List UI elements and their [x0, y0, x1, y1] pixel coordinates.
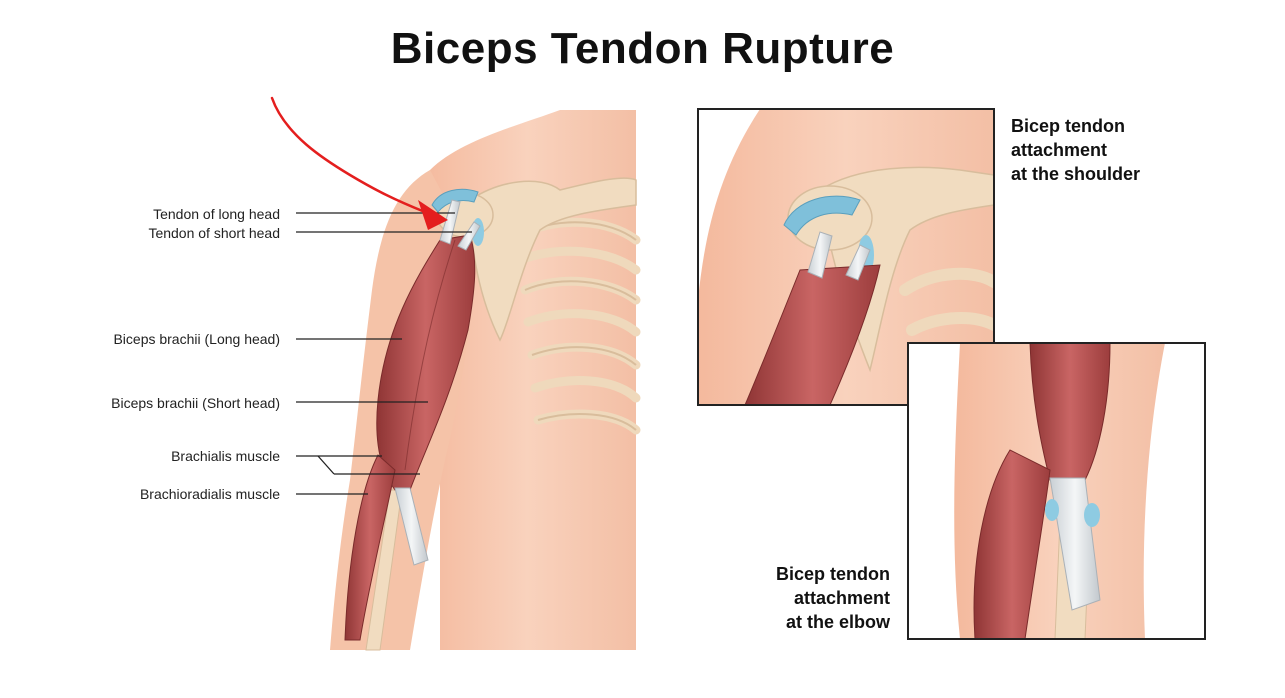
tendons [394, 199, 481, 566]
label-tendon-long-head: Tendon of long head [153, 206, 280, 222]
callout-elbow-line-1: Bicep tendon [775, 564, 890, 584]
label-brachioradialis: Brachioradialis muscle [139, 486, 280, 502]
callout-elbow: Bicep tendon attachment at the elbow [776, 562, 890, 634]
label-tendon-short-head: Tendon of short head [148, 225, 280, 241]
callout-shoulder-line-2: attachment [1011, 140, 1108, 160]
scapula [469, 177, 637, 342]
callout-shoulder: Bicep tendon attachment at the shoulder [1011, 114, 1140, 186]
main-figure [330, 110, 641, 651]
callout-shoulder-line-1: Bicep tendon [1011, 116, 1126, 136]
label-biceps-short-head: Biceps brachii (Short head) [111, 395, 280, 411]
label-biceps-long-head: Biceps brachii (Long head) [113, 331, 280, 347]
page-title: Biceps Tendon Rupture [390, 24, 895, 73]
leader-lines [296, 212, 472, 495]
inset-elbow [907, 342, 1206, 640]
label-brachialis: Brachialis muscle [171, 448, 280, 464]
annotation-arrow [270, 96, 448, 230]
callout-shoulder-line-3: at the shoulder [1011, 164, 1141, 184]
callout-elbow-line-2: attachment [793, 588, 890, 608]
callout-elbow-line-3: at the elbow [785, 612, 890, 632]
brachioradialis-muscle [344, 454, 396, 641]
